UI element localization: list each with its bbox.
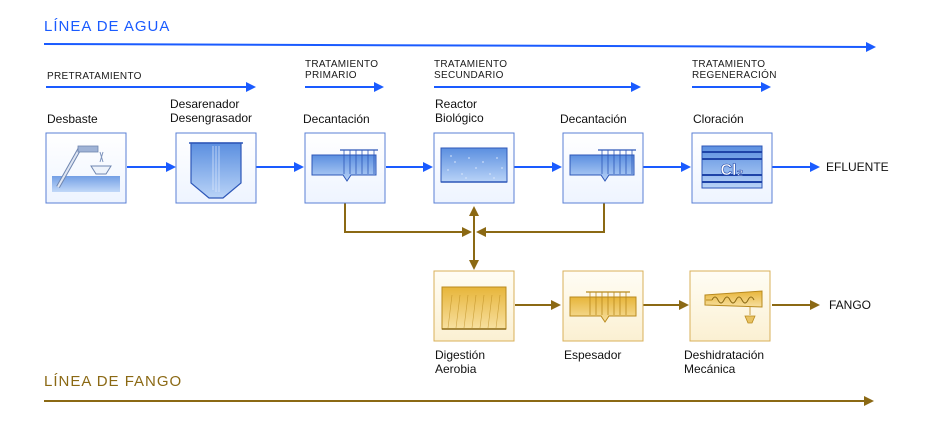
sludge-line-title: LÍNEA DE FANGO	[44, 373, 183, 390]
unit-label-decantacion-2: Decantación	[560, 112, 627, 126]
box-decantacion-1	[304, 132, 386, 204]
unit-label-decantacion-1: Decantación	[303, 112, 370, 126]
stage-label-secundario: TRATAMIENTO SECUNDARIO	[434, 59, 508, 81]
unit-label-deshidratacion: Deshidratación Mecánica	[684, 348, 765, 376]
stage-label-regeneracion: TRATAMIENTO REGENERACIÓN	[692, 59, 777, 81]
stage-label-pretratamiento: PRETRATAMIENTO	[47, 71, 142, 82]
unit-label-cloracion: Cloración	[693, 112, 744, 126]
box-espesador	[562, 270, 644, 342]
unit-label-espesador: Espesador	[564, 348, 622, 362]
box-deshidratacion-mecanica	[689, 270, 771, 342]
water-line-arrow	[43, 41, 876, 52]
unit-label-digestion-aerobia: Digestión Aerobia	[435, 348, 486, 376]
chlorine-symbol: Cl₂	[720, 162, 743, 179]
box-decantacion-2	[562, 132, 644, 204]
output-label-efluente: EFLUENTE	[826, 160, 889, 174]
unit-label-desarenador: Desarenador Desengrasador	[170, 97, 253, 125]
unit-label-reactor-biologico: Reactor Biológico	[435, 97, 484, 125]
output-label-fango: FANGO	[829, 298, 872, 312]
stage-label-primario: TRATAMIENTO PRIMARIO	[305, 59, 379, 81]
box-cloracion: Cl₂	[691, 132, 773, 204]
box-desbaste	[45, 132, 127, 204]
box-digestion-aerobia	[433, 270, 515, 342]
box-desarenador	[175, 132, 257, 204]
box-reactor-biologico	[433, 132, 515, 204]
unit-label-desbaste: Desbaste	[47, 112, 98, 126]
sludge-connections	[344, 203, 605, 270]
water-line-title: LÍNEA DE AGUA	[44, 18, 171, 35]
